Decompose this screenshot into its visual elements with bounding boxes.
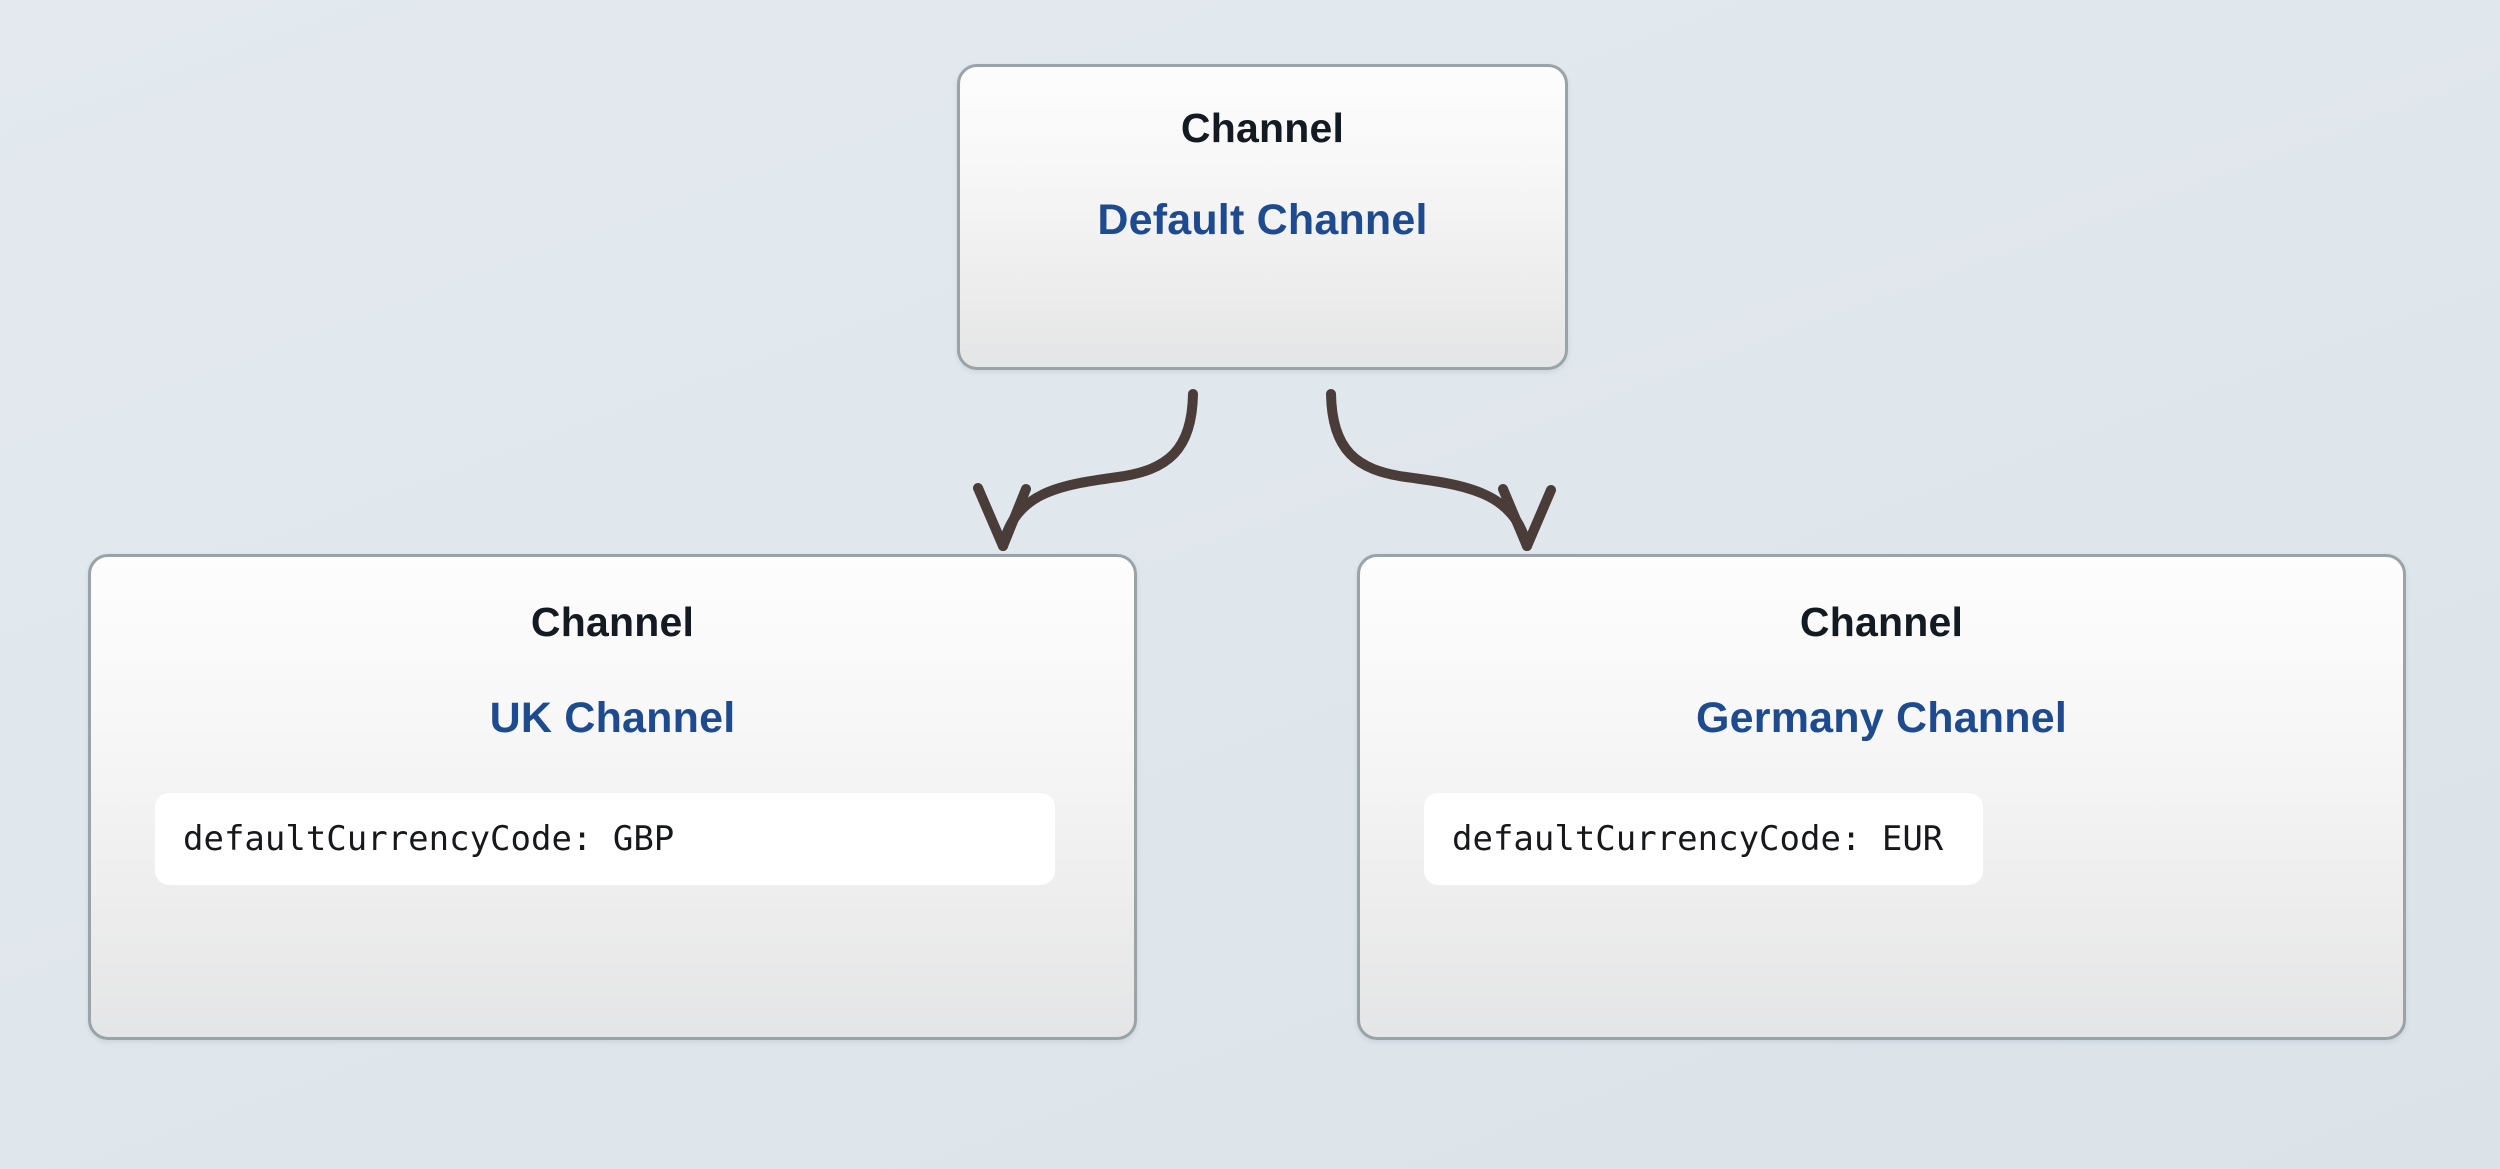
node-name-label: Germany Channel xyxy=(1696,694,2067,742)
node-germany-channel[interactable]: Channel Germany Channel defaultCurrencyC… xyxy=(1357,554,2406,1040)
edge-root-to-germany xyxy=(1326,389,1556,551)
node-uk-channel[interactable]: Channel UK Channel defaultCurrencyCode: … xyxy=(88,554,1137,1040)
node-default-channel[interactable]: Channel Default Channel xyxy=(957,64,1568,370)
node-name-label: Default Channel xyxy=(1097,196,1428,244)
edge-root-to-uk xyxy=(973,389,1198,551)
node-type-label: Channel xyxy=(1799,599,1964,645)
node-property-list: defaultCurrencyCode: GBP xyxy=(91,793,1134,885)
node-type-label: Channel xyxy=(530,599,695,645)
node-property-list: defaultCurrencyCode: EUR xyxy=(1360,793,2403,885)
node-type-label: Channel xyxy=(1180,105,1345,151)
node-name-label: UK Channel xyxy=(489,694,736,742)
node-property: defaultCurrencyCode: EUR xyxy=(1424,793,1984,885)
node-property: defaultCurrencyCode: GBP xyxy=(155,793,1055,885)
